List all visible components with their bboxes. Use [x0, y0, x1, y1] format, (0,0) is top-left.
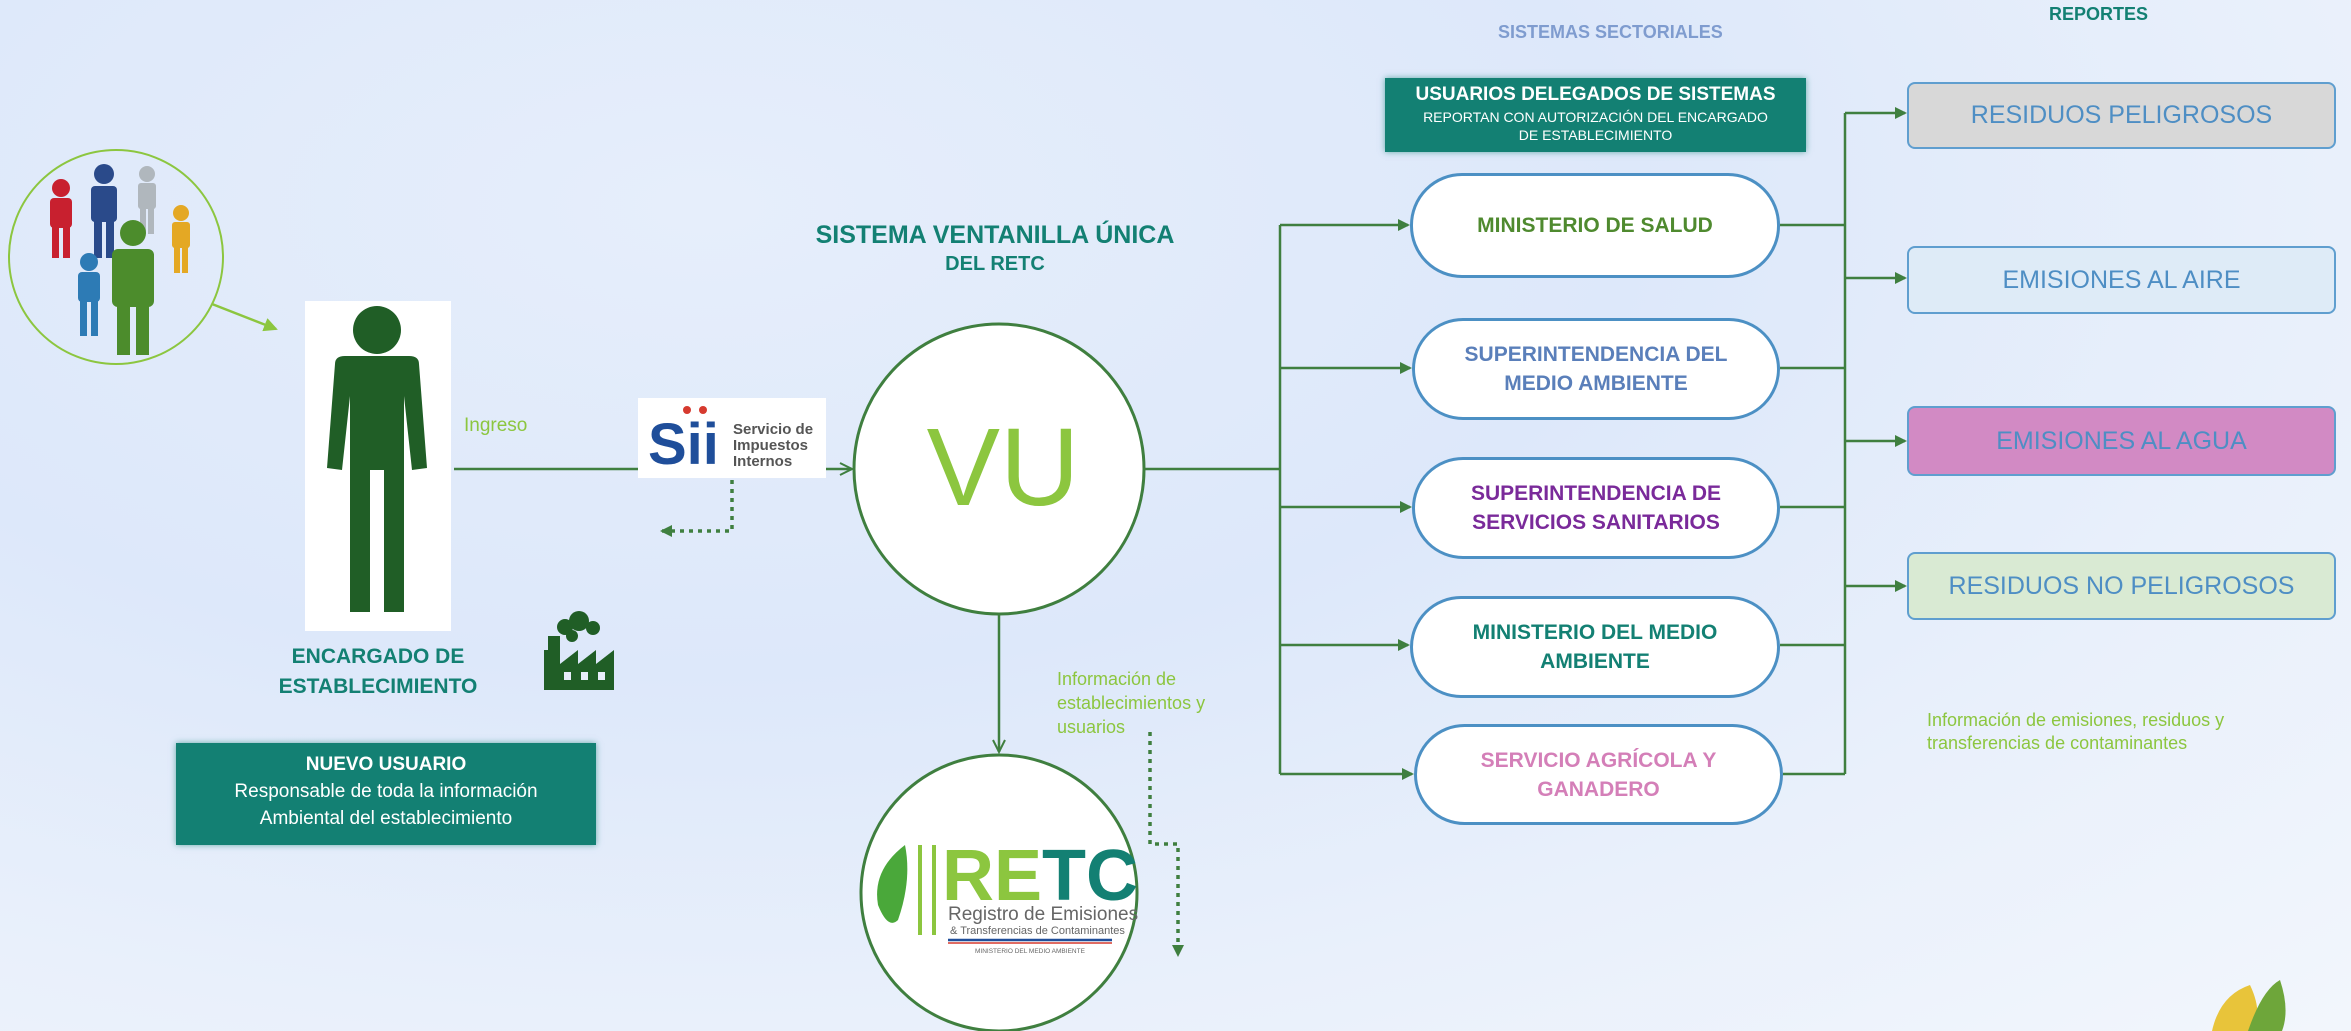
info-establishments-line3: usuarios: [1057, 717, 1126, 737]
report-emisiones-aire: EMISIONES AL AIRE: [1907, 246, 2336, 314]
sii-logo: Sii Servicio de Impuestos Internos: [638, 398, 826, 478]
manager-label-line1: ENCARGADO DE: [291, 645, 465, 668]
sectoral-item-ministerio-medio-ambiente: MINISTERIO DEL MEDIO AMBIENTE: [1410, 596, 1780, 698]
report-residuos-no-peligrosos: RESIDUOS NO PELIGROSOS: [1907, 552, 2336, 620]
new-user-line2: Ambiental del establecimiento: [259, 808, 513, 829]
sii-logo-mark: Sii: [648, 412, 719, 477]
retc-circle: [859, 753, 1139, 1031]
ingress-label: Ingreso: [464, 415, 528, 436]
delegated-users-subtitle: REPORTAN CON AUTORIZACIÓN DEL ENCARGADO …: [1423, 109, 1768, 143]
single-window-title: SISTEMA VENTANILLA ÚNICA DEL RETC: [800, 221, 1190, 276]
info-establishments-text: Información de establecimientos y usuari…: [1057, 667, 1205, 739]
sii-return-arrow: [660, 480, 734, 537]
info-emissions-line2: transferencias de contaminantes: [1927, 733, 2188, 753]
leaf-icon: [2212, 980, 2286, 1031]
delegated-users-box: USUARIOS DELEGADOS DE SISTEMAS REPORTAN …: [1385, 78, 1806, 152]
sectoral-systems-header: SISTEMAS SECTORIALES: [1498, 22, 1723, 42]
single-window-subtitle: DEL RETC: [945, 253, 1045, 275]
factory-icon: [544, 611, 614, 690]
sectoral-item-superintendencia-servicios-sanitarios: SUPERINTENDENCIA DE SERVICIOS SANITARIOS: [1412, 457, 1780, 559]
people-group-icon: [8, 149, 224, 365]
sii-logo-line2: Impuestos: [733, 437, 808, 454]
vu-label: VU: [927, 406, 1080, 529]
sectoral-item-ministerio-salud: MINISTERIO DE SALUD: [1410, 173, 1780, 278]
manager-label: ENCARGADO DE ESTABLECIMIENTO: [258, 642, 498, 702]
retc-logo-line1: Registro de Emisiones: [948, 904, 1138, 925]
sectoral-item-line1: MINISTERIO DE SALUD: [1477, 214, 1713, 237]
leaf-icon: [877, 845, 936, 935]
info-establishments-line2: establecimientos y: [1057, 693, 1206, 713]
report-emisiones-agua: EMISIONES AL AGUA: [1907, 406, 2336, 476]
reports-header: REPORTES: [2049, 4, 2149, 24]
sectoral-item-line2: AMBIENTE: [1540, 650, 1650, 673]
sectoral-item-line1: MINISTERIO DEL MEDIO: [1472, 621, 1718, 644]
sii-logo-line1: Servicio de: [733, 421, 813, 438]
single-window-title-text: SISTEMA VENTANILLA ÚNICA: [815, 221, 1175, 249]
delegated-users-title: USUARIOS DELEGADOS DE SISTEMAS: [1415, 84, 1776, 105]
info-establishments-line1: Información de: [1057, 669, 1177, 689]
new-user-title: NUEVO USUARIO: [305, 754, 467, 775]
sectoral-item-line2: MEDIO AMBIENTE: [1504, 372, 1688, 395]
retc-mark-tc: TC: [1042, 836, 1138, 916]
sectoral-item-line2: GANADERO: [1537, 777, 1660, 801]
sectoral-item-line1: SERVICIO AGRÍCOLA Y: [1480, 748, 1717, 772]
new-user-line1: Responsable de toda la información: [234, 781, 538, 802]
retc-logo-line2: & Transferencias de Contaminantes: [950, 925, 1125, 937]
new-user-box: NUEVO USUARIO Responsable de toda la inf…: [176, 743, 596, 845]
sectoral-item-superintendencia-medio-ambiente: SUPERINTENDENCIA DEL MEDIO AMBIENTE: [1412, 318, 1780, 420]
people-to-manager-arrow: [211, 302, 278, 332]
retc-logo-line3: MINISTERIO DEL MEDIO AMBIENTE: [975, 948, 1086, 955]
sectoral-item-line1: SUPERINTENDENCIA DEL: [1464, 343, 1728, 366]
info-establishments-arrow: [1148, 732, 1184, 957]
retc-mark-re: RE: [942, 836, 1042, 916]
sectoral-item-servicio-agricola-ganadero: SERVICIO AGRÍCOLA Y GANADERO: [1414, 724, 1783, 825]
info-emissions-line1: Información de emisiones, residuos y: [1927, 710, 2225, 730]
info-emissions-text: Información de emisiones, residuos y tra…: [1927, 709, 2224, 755]
retc-logo: RE TC Registro de Emisiones & Transferen…: [877, 836, 1138, 955]
person-icon: [305, 301, 451, 631]
sectoral-item-line2: SERVICIOS SANITARIOS: [1472, 511, 1720, 534]
manager-label-line2: ESTABLECIMIENTO: [278, 675, 478, 698]
sii-logo-line3: Internos: [733, 453, 792, 470]
sectoral-item-line1: SUPERINTENDENCIA DE: [1470, 482, 1722, 505]
report-residuos-peligrosos: RESIDUOS PELIGROSOS: [1907, 82, 2336, 149]
